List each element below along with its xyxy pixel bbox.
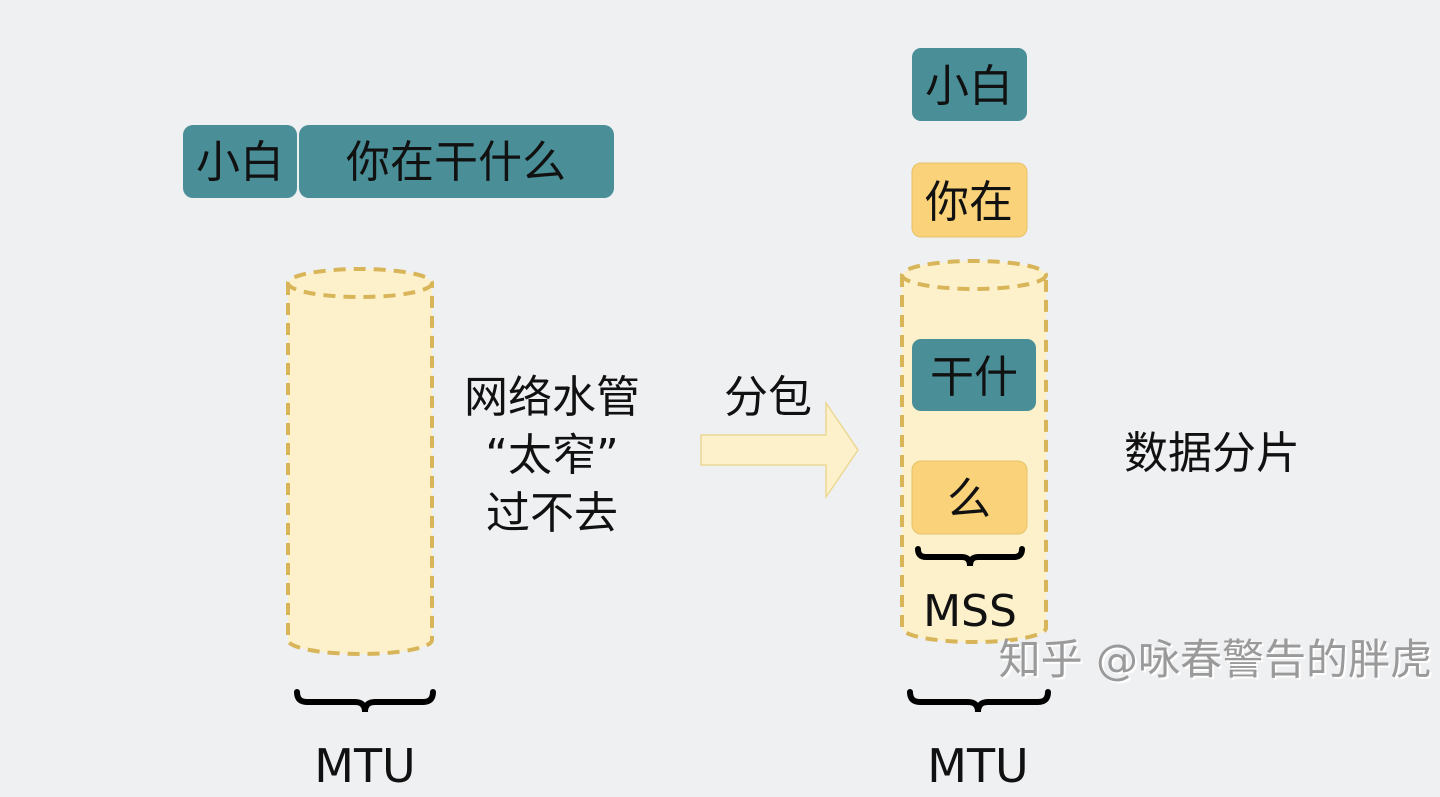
block-2-right: [911, 162, 1028, 238]
brace-mtu-right: [907, 689, 1051, 713]
mtu-label-left: MTU: [314, 739, 415, 793]
mss-label: MSS: [923, 586, 1017, 637]
block-3-right: [912, 339, 1036, 411]
block-4-right-label: 么: [947, 474, 991, 525]
block-message-left-label: 你在干什么: [346, 137, 566, 188]
block-4-right: [911, 460, 1028, 535]
arrow-label: 分包: [724, 372, 812, 423]
pipe-caption-line1: 网络水管: [464, 372, 640, 423]
block-2-right-label: 你在: [925, 177, 1013, 228]
right-arrow-icon: [700, 400, 859, 500]
pipe-right: [900, 259, 1048, 644]
block-3-right-label: 干什: [930, 352, 1018, 403]
brace-mtu-left: [294, 689, 436, 713]
brace-mss: [915, 546, 1025, 567]
mtu-label-right: MTU: [927, 739, 1028, 793]
block-message-left: [299, 125, 614, 198]
block-sender-left: [183, 125, 297, 198]
pipe-caption-line3: 过不去: [486, 488, 618, 539]
side-caption: 数据分片: [1124, 428, 1300, 479]
pipe-caption-line2: “太窄”: [485, 430, 619, 481]
block-1-right: [912, 48, 1027, 121]
block-sender-left-label: 小白: [196, 137, 284, 188]
watermark: 知乎 @咏春警告的胖虎: [999, 635, 1432, 684]
pipe-left: [286, 267, 434, 656]
block-1-right-label: 小白: [925, 61, 1013, 112]
